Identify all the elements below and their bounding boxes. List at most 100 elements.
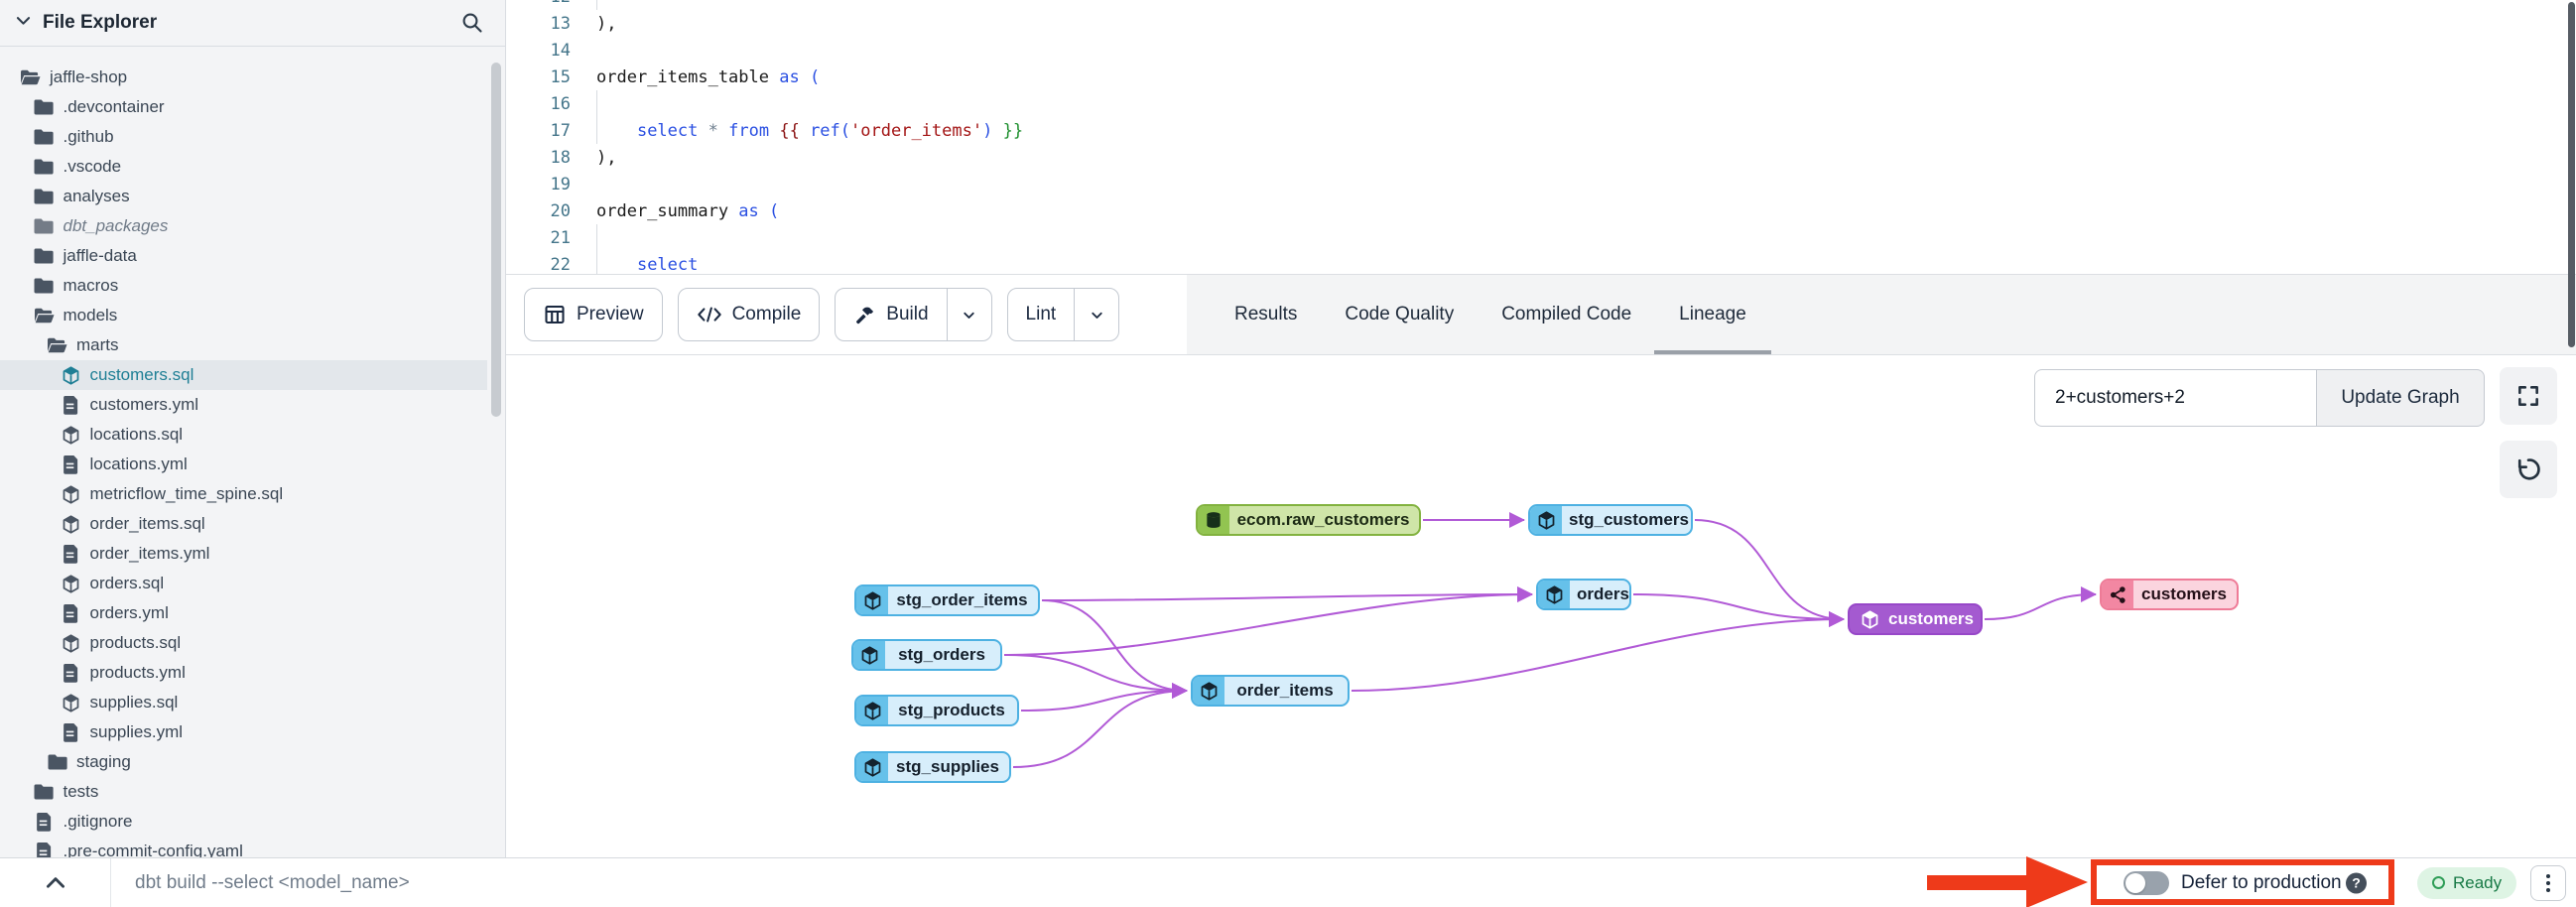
tree-item--gitignore[interactable]: .gitignore	[0, 807, 487, 837]
tree-item-marts[interactable]: marts	[0, 330, 487, 360]
compile-button[interactable]: Compile	[677, 288, 821, 341]
line-number: 15	[550, 66, 571, 87]
status-badge[interactable]: Ready	[2417, 866, 2517, 899]
tree-item-order-items-yml[interactable]: order_items.yml	[0, 539, 487, 569]
tab-lineage[interactable]: Lineage	[1653, 275, 1771, 354]
lineage-node-customers-exposure[interactable]: customers	[2100, 579, 2239, 610]
graph-controls: Update Graph	[2034, 369, 2485, 427]
lineage-node-customers[interactable]: customers	[1848, 603, 1983, 635]
code-line-16[interactable]: 16	[506, 90, 2576, 117]
folder-icon	[34, 157, 55, 178]
tree-item-metricflow-time-spine-sql[interactable]: metricflow_time_spine.sql	[0, 479, 487, 509]
tree-item-products-sql[interactable]: products.sql	[0, 628, 487, 658]
lineage-node-order-items[interactable]: order_items	[1191, 675, 1350, 707]
tree-item-customers-sql[interactable]: customers.sql	[0, 360, 487, 390]
explorer-scrollbar[interactable]	[491, 63, 501, 417]
tree-item-staging[interactable]: staging	[0, 747, 487, 777]
tree-item-products-yml[interactable]: products.yml	[0, 658, 487, 688]
tab-label: Lineage	[1679, 304, 1746, 324]
update-graph-button[interactable]: Update Graph	[2316, 369, 2485, 427]
lineage-node-stg-orders[interactable]: stg_orders	[851, 639, 1002, 671]
search-icon[interactable]	[455, 6, 489, 40]
tree-item-label: .gitignore	[63, 812, 133, 831]
tree-item-jaffle-shop[interactable]: jaffle-shop	[0, 63, 487, 92]
tree-item-dbt-packages[interactable]: dbt_packages	[0, 211, 487, 241]
tree-item-customers-yml[interactable]: customers.yml	[0, 390, 487, 420]
model-cube-icon	[856, 697, 888, 724]
lineage-node-stg-order-items[interactable]: stg_order_items	[854, 584, 1040, 616]
indent-guide	[596, 224, 597, 251]
lineage-node-stg-supplies[interactable]: stg_supplies	[854, 751, 1011, 783]
tree-item-supplies-sql[interactable]: supplies.sql	[0, 688, 487, 717]
chevron-up-icon	[46, 876, 64, 888]
tree-item-tests[interactable]: tests	[0, 777, 487, 807]
code-line-12[interactable]: 12	[506, 0, 2576, 10]
model-cube-icon	[61, 425, 81, 446]
tab-label: Code Quality	[1345, 304, 1455, 324]
tree-item-macros[interactable]: macros	[0, 271, 487, 301]
tree-item--vscode[interactable]: .vscode	[0, 152, 487, 182]
dbt-command-input[interactable]	[111, 858, 1004, 907]
folder-open-icon	[47, 335, 67, 356]
tree-item--github[interactable]: .github	[0, 122, 487, 152]
file-icon	[61, 663, 81, 684]
tree-item-models[interactable]: models	[0, 301, 487, 330]
node-label: ecom.raw_customers	[1236, 510, 1410, 529]
tree-item-locations-yml[interactable]: locations.yml	[0, 450, 487, 479]
file-icon	[61, 722, 81, 743]
tab-code-quality[interactable]: Code Quality	[1345, 275, 1454, 354]
node-label: stg_products	[898, 701, 1005, 719]
tree-item-label: .devcontainer	[63, 97, 165, 116]
code-line-17[interactable]: 17 select * from {{ ref('order_items') }…	[506, 117, 2576, 144]
tree-item--pre-commit-config-yaml[interactable]: .pre-commit-config.yaml	[0, 837, 487, 857]
build-dropdown-button[interactable]	[946, 289, 991, 340]
lineage-node-orders[interactable]: orders	[1536, 579, 1631, 610]
file-explorer-title: File Explorer	[43, 12, 158, 33]
model-cube-icon	[856, 586, 888, 614]
lineage-edges	[1003, 512, 2097, 768]
editor-scrollbar[interactable]	[2568, 2, 2575, 347]
code-line-19[interactable]: 19	[506, 171, 2576, 197]
tree-item--devcontainer[interactable]: .devcontainer	[0, 92, 487, 122]
lineage-selector-input[interactable]	[2034, 369, 2316, 427]
code-line-22[interactable]: 22 select	[506, 251, 2576, 274]
fullscreen-button[interactable]	[2500, 367, 2557, 425]
build-button[interactable]: Build	[835, 288, 992, 341]
tree-item-orders-sql[interactable]: orders.sql	[0, 569, 487, 598]
reset-view-button[interactable]	[2500, 441, 2557, 498]
code-line-18[interactable]: 18),	[506, 144, 2576, 171]
help-icon[interactable]: ?	[2346, 872, 2367, 893]
line-number: 22	[550, 254, 571, 275]
lineage-node-stg-products[interactable]: stg_products	[854, 695, 1019, 726]
tab-compiled-code[interactable]: Compiled Code	[1501, 275, 1631, 354]
lineage-node-ecom-raw-customers[interactable]: ecom.raw_customers	[1196, 504, 1421, 536]
code-line-21[interactable]: 21	[506, 224, 2576, 251]
chevron-down-icon[interactable]	[14, 11, 33, 35]
preview-button[interactable]: Preview	[524, 288, 663, 341]
code-line-13[interactable]: 13),	[506, 10, 2576, 37]
defer-to-production-toggle[interactable]	[2124, 870, 2169, 895]
code-line-14[interactable]: 14	[506, 37, 2576, 64]
lint-button[interactable]: Lint	[1006, 288, 1120, 341]
tree-item-orders-yml[interactable]: orders.yml	[0, 598, 487, 628]
node-label: stg_customers	[1569, 510, 1689, 529]
lineage-panel: ecom.raw_customers stg_customers stg_order…	[506, 355, 2576, 857]
lint-dropdown-button[interactable]	[1074, 289, 1118, 340]
folder-icon	[34, 246, 55, 267]
model-cube-icon	[61, 574, 81, 594]
tree-item-order-items-sql[interactable]: order_items.sql	[0, 509, 487, 539]
code-text: select * from {{ ref('order_items') }}	[636, 120, 1024, 141]
lineage-node-stg-customers[interactable]: stg_customers	[1528, 504, 1693, 536]
tab-results[interactable]: Results	[1234, 275, 1297, 354]
collapse-panel-button[interactable]	[0, 858, 111, 907]
tree-item-locations-sql[interactable]: locations.sql	[0, 420, 487, 450]
line-number: 19	[550, 174, 571, 194]
tree-item-supplies-yml[interactable]: supplies.yml	[0, 717, 487, 747]
tree-item-jaffle-data[interactable]: jaffle-data	[0, 241, 487, 271]
tree-item-analyses[interactable]: analyses	[0, 182, 487, 211]
chevron-down-icon	[1089, 307, 1105, 324]
overflow-menu-button[interactable]	[2530, 864, 2566, 901]
